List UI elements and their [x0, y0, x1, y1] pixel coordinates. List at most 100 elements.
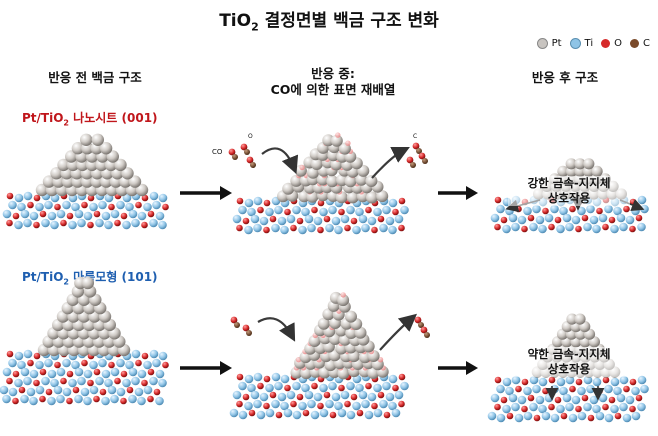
o-atom [554, 396, 562, 404]
ti-atom [388, 374, 398, 384]
process-arrow-head [220, 186, 232, 200]
ti-atom [158, 220, 167, 230]
ti-atom [631, 411, 641, 421]
ti-atom [358, 390, 368, 400]
ti-atom [388, 225, 397, 235]
ti-atom [325, 223, 334, 233]
ti-atom [550, 413, 560, 423]
co-carbon [410, 162, 416, 168]
ti-atom [8, 200, 17, 210]
ti-atom [56, 394, 65, 404]
co-oxygen [228, 148, 236, 156]
legend-c: C [643, 38, 650, 49]
o-atom [87, 194, 95, 202]
co-carbon [234, 322, 240, 328]
ti-atom [71, 202, 80, 212]
o-atom [344, 400, 351, 408]
ti-atom [487, 411, 497, 421]
o-atom [236, 373, 244, 381]
small-label-o: O [248, 133, 253, 140]
o-atom [72, 386, 80, 394]
small-label-c: C [413, 133, 418, 140]
o-atom [494, 403, 501, 411]
ti-atom [532, 384, 541, 394]
o-atom [548, 403, 555, 411]
ti-atom [280, 225, 289, 235]
o-atom [39, 395, 46, 403]
o-atom [120, 212, 128, 220]
o-atom [54, 361, 61, 369]
o-atom [6, 350, 14, 358]
o-atom [629, 378, 637, 386]
ti-atom [101, 369, 111, 379]
ti-atom [83, 396, 92, 406]
ti-atom [610, 224, 619, 234]
ti-atom [8, 387, 18, 397]
ti-atom [385, 216, 395, 226]
ti-atom [613, 206, 622, 216]
pt-atom [330, 134, 343, 147]
ti-atom [496, 384, 505, 394]
ti-atom [505, 386, 514, 396]
o-atom [162, 361, 169, 369]
o-atom [114, 377, 121, 385]
ti-atom [95, 218, 104, 228]
ti-atom [319, 383, 328, 393]
o-atom [257, 382, 264, 390]
ti-atom [116, 387, 126, 397]
o-atom [39, 210, 47, 218]
ti-atom [286, 214, 296, 224]
o-atom [12, 397, 19, 405]
process-arrow-head [466, 186, 478, 200]
ti-atom [35, 202, 44, 212]
ti-atom [610, 377, 620, 387]
ti-atom [529, 402, 538, 412]
legend-o: O [614, 38, 623, 49]
o-atom [635, 214, 643, 222]
o-atom [6, 219, 13, 227]
curved-arrow [261, 147, 299, 175]
ti-atom [250, 390, 260, 400]
ti-atom [298, 401, 307, 411]
ti-atom [514, 413, 524, 423]
c-atom-icon [630, 39, 640, 48]
ti-atom [44, 200, 53, 210]
ti-atom [382, 381, 391, 391]
ti-atom [352, 225, 361, 235]
ti-atom [158, 351, 168, 361]
o-atom [350, 217, 358, 225]
o-atom [575, 225, 582, 233]
ti-atom [355, 207, 364, 217]
ti-atom [592, 377, 602, 387]
o-atom [114, 219, 121, 227]
o-atom [33, 194, 41, 202]
ti-atom [337, 408, 347, 418]
ti-atom [26, 387, 36, 397]
o-atom [569, 205, 576, 213]
o-atom [141, 352, 149, 360]
ti-atom [529, 222, 538, 232]
pt-atom [344, 175, 357, 188]
curved-arrow [371, 147, 410, 179]
figure-title: TiO2 결정면별 백금 구조 변화 [219, 11, 439, 34]
ti-atom [110, 394, 119, 404]
o-atom [398, 224, 405, 232]
ti-atom [35, 360, 44, 370]
ti-atom [2, 367, 12, 377]
ti-atom [565, 402, 574, 412]
ti-atom [604, 413, 614, 423]
ti-atom [490, 213, 500, 223]
ti-atom [20, 209, 30, 219]
o-atom [623, 205, 630, 213]
o-atom [263, 375, 271, 383]
ti-atom [625, 395, 635, 405]
ti-atom [259, 392, 269, 402]
ti-atom [137, 369, 147, 379]
ti-atom [331, 216, 341, 226]
o-atom [629, 225, 636, 233]
pt-atom [71, 142, 85, 155]
ti-atom-icon [569, 38, 581, 49]
ti-atom [77, 218, 86, 228]
ti-atom [259, 216, 269, 226]
ti-atom [131, 218, 140, 228]
